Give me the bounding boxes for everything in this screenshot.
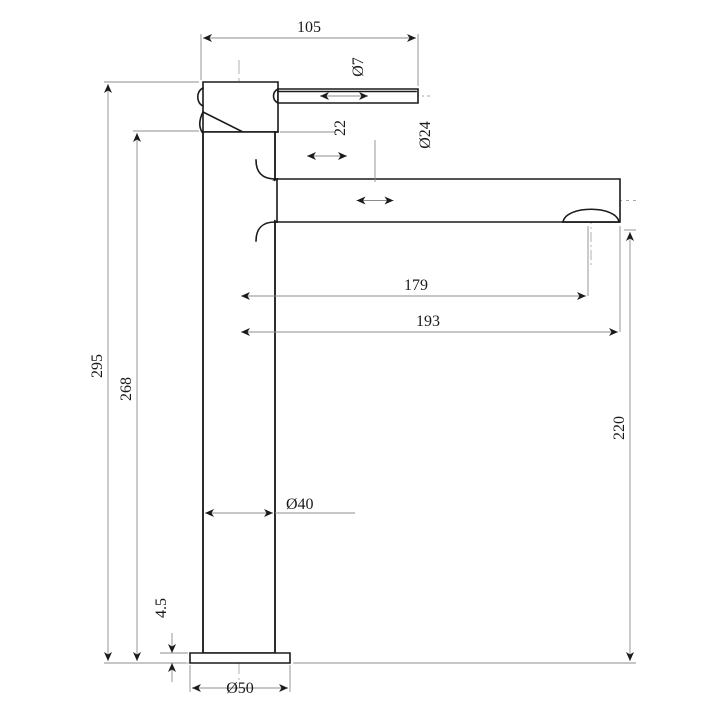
dim-label-spout-reach-outer: 193 xyxy=(416,313,440,330)
dimension-body-diameter: Ø40 xyxy=(205,496,355,517)
handle-pivot-arc xyxy=(199,110,205,134)
handle-body xyxy=(202,81,279,133)
dimension-spout-height: 220 xyxy=(294,229,636,664)
spout-bottom-fillet xyxy=(255,221,276,242)
dim-label-spout-height: 220 xyxy=(611,416,628,440)
dim-label-overall-height: 295 xyxy=(89,354,106,378)
dim-label-spout-reach-inner: 179 xyxy=(404,277,428,294)
dimension-spout-reach-outer: 193 xyxy=(241,226,621,336)
handle-left-arc-detail xyxy=(196,86,205,108)
dimension-body-height: 268 xyxy=(118,130,199,661)
dimension-base-diameter: Ø50 xyxy=(189,665,291,697)
dimension-base-thickness: 4.5 xyxy=(153,598,188,682)
dim-label-lever-length: 105 xyxy=(297,19,321,36)
dim-label-body-diameter: Ø40 xyxy=(286,496,314,513)
lever-rod-left-cap xyxy=(272,87,280,105)
dimension-overall-height: 295 xyxy=(89,81,199,664)
dim-label-base-diameter: Ø50 xyxy=(226,680,254,697)
dimension-lever-length: 105 xyxy=(200,19,419,86)
dimension-lever-diameter: Ø7 xyxy=(320,57,368,100)
base-flange xyxy=(189,652,291,664)
dimension-spout-offset: 22 xyxy=(280,120,349,160)
dimension-spout-reach-inner: 179 xyxy=(241,226,589,300)
junction-mask xyxy=(204,180,274,222)
dimension-spout-diameter: Ø24 xyxy=(356,121,434,205)
dim-label-body-height: 268 xyxy=(118,377,135,401)
handle-pivot-diagonal xyxy=(201,110,245,134)
dim-label-spout-diameter: Ø24 xyxy=(417,121,434,149)
aerator-dome xyxy=(562,208,620,223)
spout-top-fillet xyxy=(255,159,276,180)
dim-label-spout-offset: 22 xyxy=(332,120,349,136)
faucet-outline xyxy=(189,81,621,664)
dim-label-lever-diameter: Ø7 xyxy=(350,57,367,77)
dim-label-base-thickness: 4.5 xyxy=(153,598,170,618)
